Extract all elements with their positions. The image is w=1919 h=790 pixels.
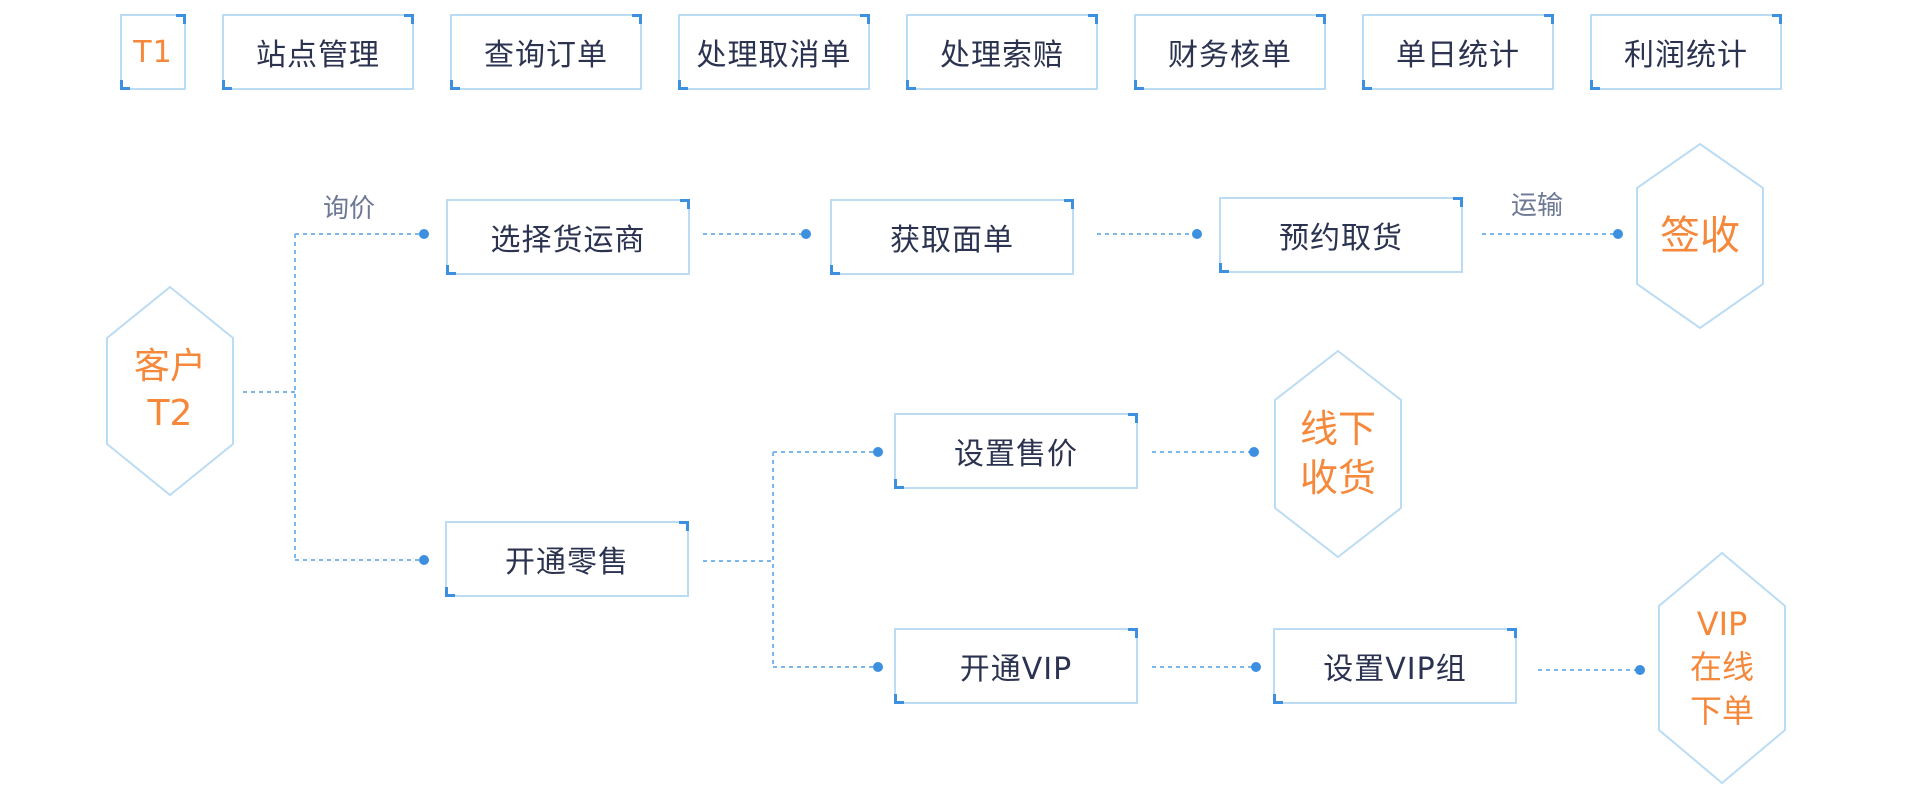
connector-dot xyxy=(873,447,883,457)
nav-item-t1[interactable]: T1 xyxy=(120,14,186,90)
step-open-vip: 开通VIP xyxy=(894,628,1138,704)
edge-label-transport: 运输 xyxy=(1511,191,1564,221)
connector-dot xyxy=(1613,229,1623,239)
nav-item-query-orders[interactable]: 查询订单 xyxy=(450,14,642,90)
start-node-hexagon xyxy=(106,286,234,496)
end-node-vip-online-order-hexagon xyxy=(1658,552,1786,784)
start-node-line: T2 xyxy=(147,393,193,434)
connector-dot xyxy=(419,555,429,565)
end-node-line: VIP xyxy=(1696,605,1748,644)
end-node-offline-receive: 线下 收货 xyxy=(1274,350,1402,558)
end-node-sign: 签收 xyxy=(1636,143,1764,329)
step-set-vip-group: 设置VIP组 xyxy=(1273,628,1517,704)
end-node-line: 在线 xyxy=(1689,648,1754,687)
connector-retail-branch xyxy=(703,452,774,667)
end-node-sign-hexagon xyxy=(1636,143,1764,329)
end-node-line: 下单 xyxy=(1689,691,1754,730)
nav-item-process-cancellations[interactable]: 处理取消单 xyxy=(678,14,870,90)
connector-start-trunk xyxy=(243,234,296,560)
connector-dot xyxy=(1249,447,1259,457)
connector-dot xyxy=(873,662,883,672)
nav-item-profit-stats[interactable]: 利润统计 xyxy=(1590,14,1782,90)
end-node-line: 签收 xyxy=(1660,213,1740,259)
start-node-customer-t2: 客户 T2 xyxy=(106,286,234,496)
step-book-pickup: 预约取货 xyxy=(1219,197,1463,273)
end-node-vip-online-order: VIP 在线 下单 xyxy=(1658,552,1786,784)
start-node-line: 客户 xyxy=(133,346,206,388)
step-open-retail: 开通零售 xyxy=(445,521,689,597)
connector-dot xyxy=(1192,229,1202,239)
step-get-waybill: 获取面单 xyxy=(830,199,1074,275)
edge-label-inquiry: 询价 xyxy=(323,194,376,224)
connector-dot xyxy=(419,229,429,239)
nav-item-daily-stats[interactable]: 单日统计 xyxy=(1362,14,1554,90)
step-choose-carrier: 选择货运商 xyxy=(446,199,690,275)
nav-item-process-claims[interactable]: 处理索赔 xyxy=(906,14,1098,90)
nav-item-finance-check[interactable]: 财务核单 xyxy=(1134,14,1326,90)
connector-dot xyxy=(801,229,811,239)
end-node-offline-receive-hexagon xyxy=(1274,350,1402,558)
nav-item-site-management[interactable]: 站点管理 xyxy=(222,14,414,90)
step-set-price: 设置售价 xyxy=(894,413,1138,489)
end-node-line: 收货 xyxy=(1299,456,1376,500)
end-node-line: 线下 xyxy=(1299,406,1376,451)
connector-dot xyxy=(1635,665,1645,675)
connector-dot xyxy=(1251,662,1261,672)
